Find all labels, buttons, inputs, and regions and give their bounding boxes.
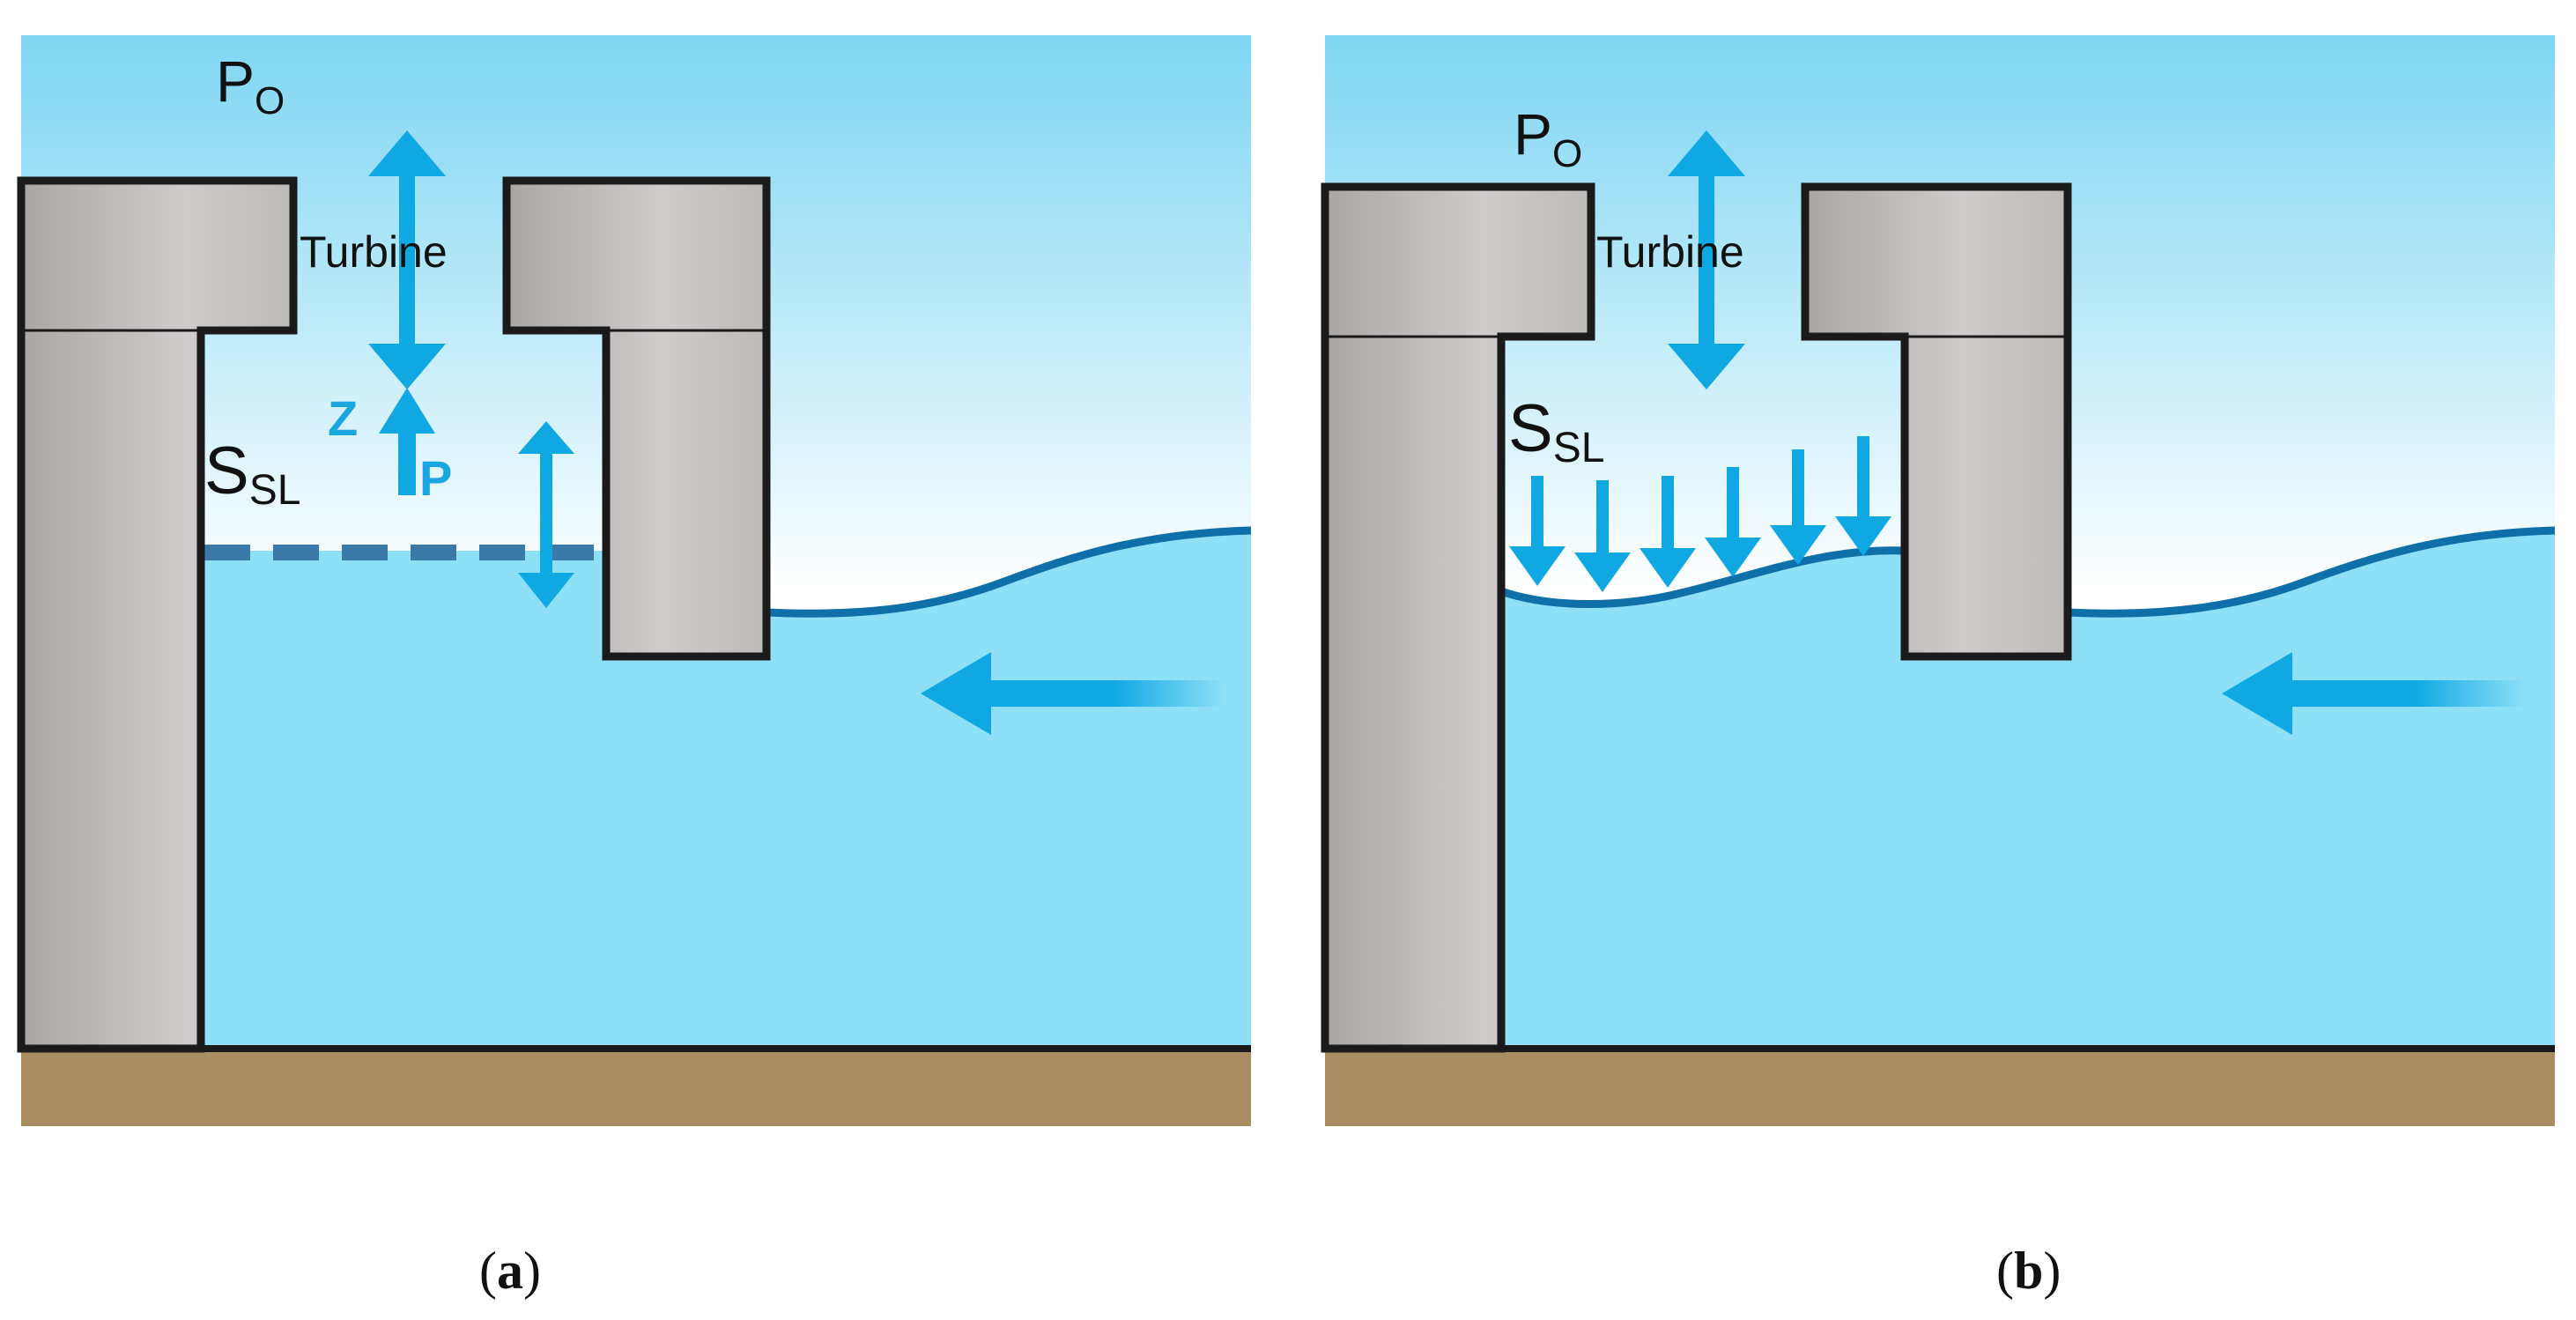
atmospheric-pressure-label: PO: [1514, 101, 1582, 175]
pressure-up-arrow-icon: [379, 388, 435, 495]
panel-a: PO Turbine SSL Z P (a): [17, 35, 1252, 1300]
panel-b-caption: (b): [1996, 1242, 2061, 1300]
air-pressure-down-arrows: [1509, 436, 1891, 592]
incoming-wave-left-arrow-icon: [921, 652, 1225, 735]
sea-surface-line: [2067, 526, 2556, 618]
water-under-front-wall: [603, 656, 771, 1049]
panel-a-diagram: PO Turbine SSL Z P (a): [17, 35, 1252, 1300]
turbine-double-arrow-icon: [1668, 130, 1745, 389]
ssl-label: SSL: [204, 434, 300, 514]
turbine-label: Turbine: [1596, 227, 1744, 277]
ssl-label: SSL: [1508, 391, 1604, 471]
seabed: [21, 1049, 1251, 1126]
panel-b-diagram: PO Turbine SSL (b): [1321, 35, 2556, 1300]
p-point-label: P: [419, 450, 452, 506]
panel-a-caption: (a): [479, 1242, 541, 1300]
down-arrow-icon: [1574, 480, 1631, 592]
sea-water: [766, 530, 1251, 1049]
seabed: [1325, 1049, 2555, 1126]
z-axis-label: Z: [328, 390, 358, 446]
chamber-water: [198, 551, 608, 1049]
chamber-surface-line: [1502, 546, 1906, 608]
down-arrow-icon: [1705, 467, 1761, 577]
down-arrow-icon: [1640, 476, 1696, 588]
down-arrow-icon: [1835, 436, 1891, 556]
turbine-double-arrow-icon: [368, 130, 446, 389]
oscillation-double-arrow-icon: [518, 421, 574, 608]
front-wall: [1801, 182, 2072, 661]
down-arrow-icon: [1770, 449, 1826, 565]
atmospheric-pressure-label: PO: [216, 48, 285, 122]
sea-water: [2068, 530, 2555, 1049]
turbine-label: Turbine: [300, 227, 448, 277]
sea-surface-line: [766, 526, 1252, 618]
down-arrow-icon: [1509, 476, 1566, 586]
incoming-wave-left-arrow-icon: [2222, 652, 2526, 735]
front-wall: [502, 176, 771, 661]
panel-b: PO Turbine SSL (b): [1288, 0, 2576, 1320]
chamber-water: [1504, 550, 2068, 1049]
